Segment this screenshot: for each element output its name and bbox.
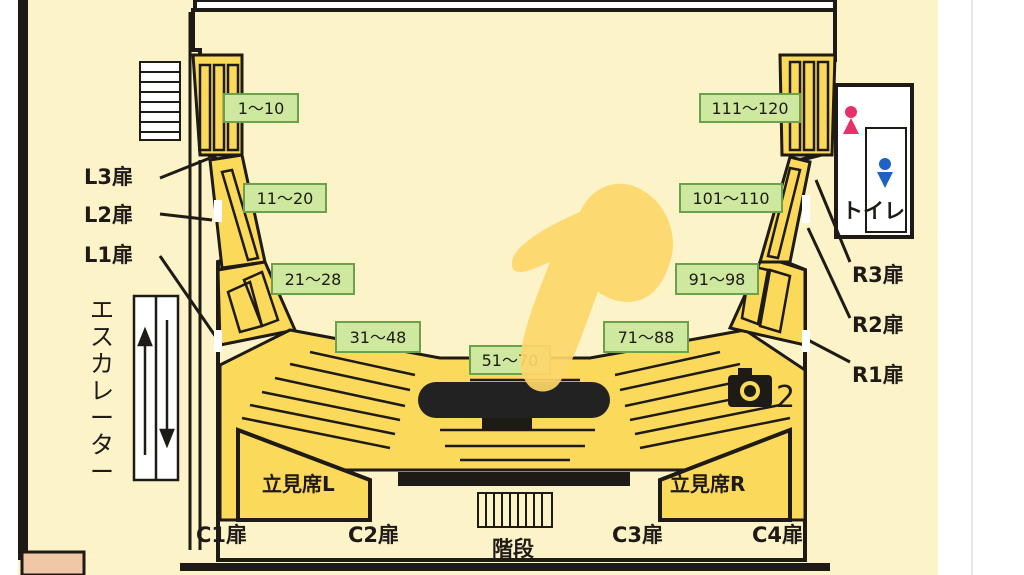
door-gaps <box>214 195 810 352</box>
seat-range-label-cl: 31〜48 <box>335 321 421 353</box>
corner-block <box>20 550 86 575</box>
seat-range-label-r3: 111〜120 <box>699 93 801 123</box>
door-c1: C1扉 <box>196 523 247 547</box>
seat-range-box <box>243 183 327 213</box>
seat-range-label-r1: 91〜98 <box>675 263 759 295</box>
door-c4: C4扉 <box>752 523 803 547</box>
seat-range-box <box>223 93 299 123</box>
escalator-label-char: タ <box>90 431 114 459</box>
seat-range-box <box>675 263 759 295</box>
camera-icon <box>728 368 772 407</box>
door-l1: L1扉 <box>84 243 133 267</box>
seat-range-text: 111〜120 <box>711 99 788 118</box>
up-down-arrows-icon <box>137 320 175 455</box>
escalator-label-char: ス <box>90 323 114 351</box>
seat-range-text: 101〜110 <box>692 189 769 208</box>
escalator-label-char: エ <box>90 296 114 324</box>
seat-range-text: 1〜10 <box>238 99 285 118</box>
door-r2: R2扉 <box>852 313 904 337</box>
seat-range-label-r2: 101〜110 <box>679 183 783 213</box>
seat-range-text: 91〜98 <box>689 270 746 289</box>
door-labels: L3扉 L2扉 L1扉 R3扉 R2扉 R1扉 C1扉 C2扉 C3扉 C4扉 <box>84 165 904 547</box>
camera-number: 2 <box>776 380 795 415</box>
railing-bar <box>398 472 630 486</box>
female-toilet-icon <box>843 106 859 134</box>
redaction-bar <box>418 382 610 418</box>
seat-range-labels: 1〜1011〜2021〜2831〜4851〜7071〜8891〜98101〜11… <box>223 93 801 375</box>
seat-range-label-l3: 1〜10 <box>223 93 299 123</box>
escalator-label-char: ー <box>90 404 114 432</box>
standing-left-label: 立見席L <box>262 472 335 496</box>
door-leader-lines <box>158 156 852 364</box>
seat-range-box <box>335 321 421 353</box>
seat-range-text: 71〜88 <box>618 328 675 347</box>
seat-range-text: 21〜28 <box>285 270 342 289</box>
seat-range-text: 31〜48 <box>350 328 407 347</box>
seat-range-label-cr: 71〜88 <box>603 321 689 353</box>
outer-wall-left <box>18 0 28 560</box>
seat-range-text: 11〜20 <box>257 189 314 208</box>
toilet-label: トイレ <box>842 199 905 223</box>
seat-range-box <box>699 93 801 123</box>
seat-range-label-l1: 21〜28 <box>271 263 355 295</box>
escalator <box>132 294 180 482</box>
door-c3: C3扉 <box>612 523 663 547</box>
standing-area-right <box>658 427 792 522</box>
door-r1: R1扉 <box>852 363 904 387</box>
escalator-label-char: カ <box>90 350 114 378</box>
standing-area-left <box>236 427 372 522</box>
stairs <box>477 492 553 528</box>
seat-range-box <box>271 263 355 295</box>
pointing-hand-icon <box>511 183 674 392</box>
escalator-label-char: ー <box>90 458 114 486</box>
outer-wall-bottom <box>180 563 830 571</box>
standing-areas: 立見席L 立見席R <box>236 427 792 522</box>
door-l3: L3扉 <box>84 165 133 189</box>
door-r3: R3扉 <box>852 263 904 287</box>
seat-range-box <box>603 321 689 353</box>
male-toilet-icon <box>877 158 893 188</box>
door-c2: C2扉 <box>348 523 399 547</box>
seat-range-label-l2: 11〜20 <box>243 183 327 213</box>
door-l2: L2扉 <box>84 203 133 227</box>
standing-right-label: 立見席R <box>670 472 745 496</box>
escalator-label-char: レ <box>90 377 114 405</box>
seat-range-box <box>679 183 783 213</box>
stairs-label: 階段 <box>492 537 534 561</box>
left-staircase <box>139 61 181 141</box>
